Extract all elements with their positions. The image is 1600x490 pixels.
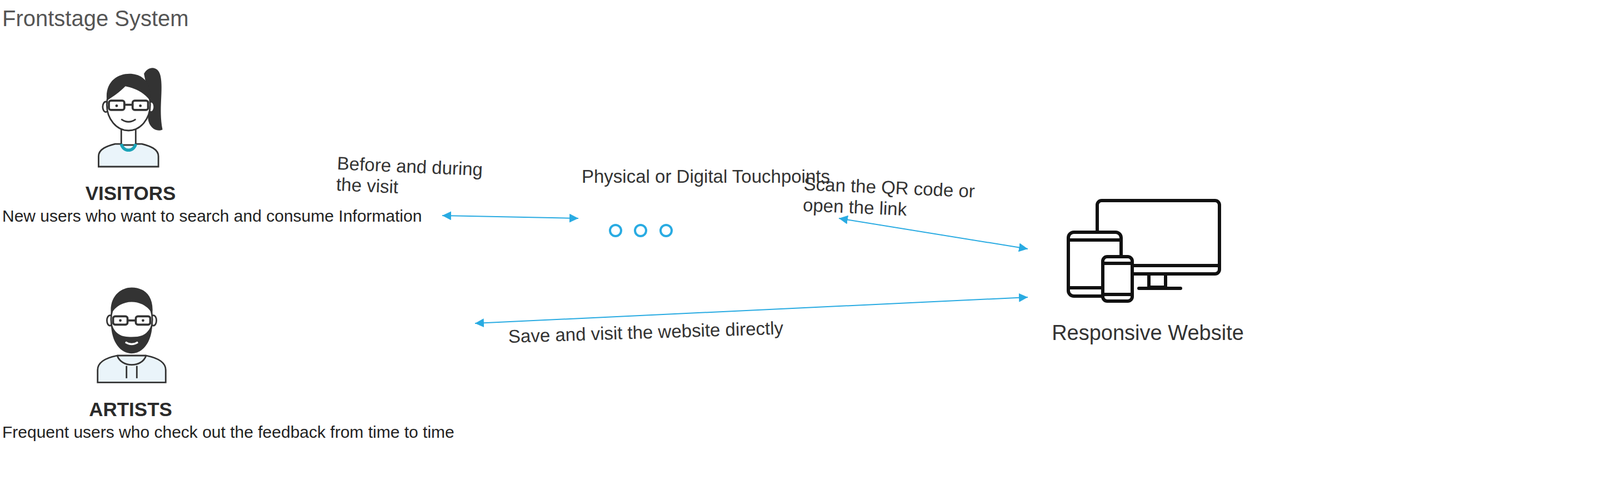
visitor-avatar-part [106,73,151,101]
connector-label: Save and visit the website directly [507,316,820,348]
connector-label: Before and during the visit [335,152,499,203]
touchpoint-node: Physical or Digital Touchpoints [581,166,835,219]
devices-icon-part [1138,286,1181,290]
artist-avatar-part [111,322,153,354]
visitor-avatar-part [121,119,136,123]
devices-icon-part [1102,261,1133,265]
persona-heading: VISITORS [2,181,259,205]
visitor-avatar [94,63,167,169]
persona-description: Frequent users who check out the feedbac… [2,421,459,443]
artist-avatar-part [117,355,147,365]
artist-avatar-part [125,366,128,379]
persona-heading: ARTISTS [2,397,259,422]
visitor-avatar-part [132,100,149,110]
website-node: Responsive Website [1044,198,1252,348]
flow-connector [838,218,1028,249]
devices-icon-part [1102,292,1133,297]
artist-avatar-part [118,318,122,322]
devices-icon-part [1068,238,1122,242]
touchpoint-dots-part [610,225,622,237]
artist-avatar-part [110,287,153,314]
persona-node: VISITORSNew users who want to search and… [2,66,427,229]
devices-icon-part [1148,273,1166,288]
artist-avatar-part [135,316,150,325]
flow-connector [442,215,579,219]
artist-avatar-part [127,319,137,322]
touchpoint-dots [605,222,678,239]
persona-description: New users who want to search and consume… [2,205,427,227]
connector-label: Scan the QR code or open the link [802,173,990,224]
visitor-avatar-part [115,104,119,108]
edge-group [442,215,1028,324]
artist-avatar [94,283,169,385]
touchpoint-label: Physical or Digital Touchpoints [581,166,835,188]
persona-node: ARTISTSFrequent users who check out the … [2,285,459,445]
artist-avatar-part [136,366,138,379]
visitor-avatar-part [98,143,159,167]
artist-avatar-part [97,355,167,383]
visitor-avatar-part [121,143,136,150]
visitor-avatar-part [108,100,125,110]
artist-avatar-part [113,316,128,325]
devices-icon [1063,195,1225,306]
artist-avatar-part [141,318,145,322]
touchpoint-dots-part [660,225,672,237]
diagram-title: Frontstage System [2,5,189,32]
touchpoint-dots-part [635,225,647,237]
visitor-avatar-part [138,104,142,108]
devices-icon-part [1102,256,1133,302]
website-label: Responsive Website [1044,320,1252,346]
artist-avatar-part [125,342,138,345]
visitor-avatar-part [124,103,133,107]
